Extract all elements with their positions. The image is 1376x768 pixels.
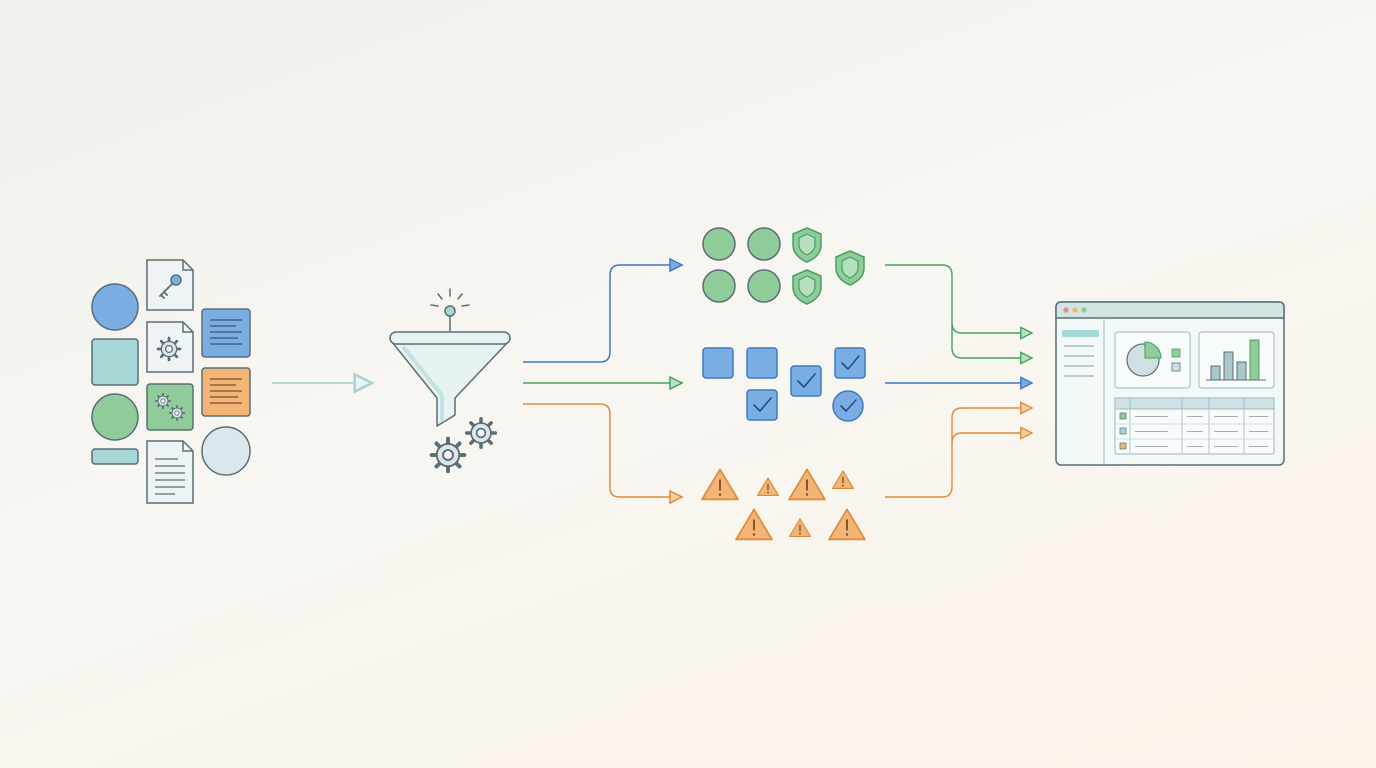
table-row-status-box bbox=[1119, 442, 1127, 450]
blue-circle-icon bbox=[91, 283, 139, 331]
warning-to-dashboard-connector-a bbox=[885, 408, 1032, 498]
bar-chart-bar bbox=[1249, 339, 1260, 381]
funnel-with-gears-icon bbox=[389, 288, 511, 474]
check-square-icon bbox=[790, 365, 822, 397]
teal-bar-icon bbox=[91, 448, 139, 465]
bar-chart-bar bbox=[1223, 351, 1234, 381]
dashboard-sidebar bbox=[1062, 318, 1105, 465]
pie-chart-panel bbox=[1114, 331, 1191, 389]
bar-chart-panel bbox=[1198, 331, 1275, 389]
shield-icon bbox=[792, 269, 822, 305]
bar-chart-bar bbox=[1210, 365, 1221, 381]
filter-to-warning-connector bbox=[523, 403, 682, 497]
orange-note-icon bbox=[201, 367, 251, 417]
green-gears-tile-icon bbox=[146, 383, 194, 431]
warning-triangle-icon bbox=[756, 477, 780, 496]
warning-triangle-icon bbox=[828, 508, 866, 541]
shield-icon bbox=[792, 227, 822, 263]
window-close-dot bbox=[1063, 307, 1069, 313]
warning-triangle-icon bbox=[788, 468, 826, 501]
table-row-status-box bbox=[1119, 427, 1127, 435]
sparkle-icon bbox=[430, 288, 470, 307]
warning-triangle-icon bbox=[831, 470, 855, 489]
data-table-panel bbox=[1114, 397, 1275, 455]
green-circle-icon bbox=[91, 393, 139, 441]
circle-icon bbox=[747, 269, 781, 303]
warning-triangle-icon bbox=[788, 518, 812, 537]
warning-to-dashboard-connector-b bbox=[951, 433, 1032, 444]
check-square-icon bbox=[746, 389, 778, 421]
circle-icon bbox=[747, 227, 781, 261]
square-icon bbox=[746, 347, 778, 379]
square-icon bbox=[702, 347, 734, 379]
shield-icon bbox=[835, 250, 865, 286]
key-document-icon bbox=[146, 259, 194, 311]
circle-icon bbox=[702, 269, 736, 303]
table-row-status-box bbox=[1119, 412, 1127, 420]
dashboard-window-icon bbox=[1055, 301, 1285, 466]
check-circle-icon bbox=[832, 390, 864, 422]
verified-items-group bbox=[702, 347, 866, 422]
check-square-icon bbox=[834, 347, 866, 379]
window-minimize-dot bbox=[1072, 307, 1078, 313]
teal-square-icon bbox=[91, 338, 139, 386]
secure-to-dashboard-connector-a bbox=[885, 264, 1032, 333]
text-document-icon bbox=[146, 440, 194, 504]
warning-triangle-icon bbox=[735, 508, 773, 541]
bar-chart-bar bbox=[1236, 361, 1247, 381]
blue-note-icon bbox=[201, 308, 251, 358]
secure-items-group bbox=[702, 227, 865, 305]
filter-to-secure-connector bbox=[523, 265, 682, 363]
input-items-cluster bbox=[91, 259, 251, 504]
gray-circle-icon bbox=[201, 426, 251, 476]
window-maximize-dot bbox=[1081, 307, 1087, 313]
gear-document-icon bbox=[146, 321, 194, 373]
warning-triangle-icon bbox=[701, 468, 739, 501]
secure-to-dashboard-connector-b bbox=[951, 323, 1032, 358]
pie-slice bbox=[1144, 341, 1162, 359]
warning-items-group bbox=[701, 468, 866, 541]
circle-icon bbox=[702, 227, 736, 261]
